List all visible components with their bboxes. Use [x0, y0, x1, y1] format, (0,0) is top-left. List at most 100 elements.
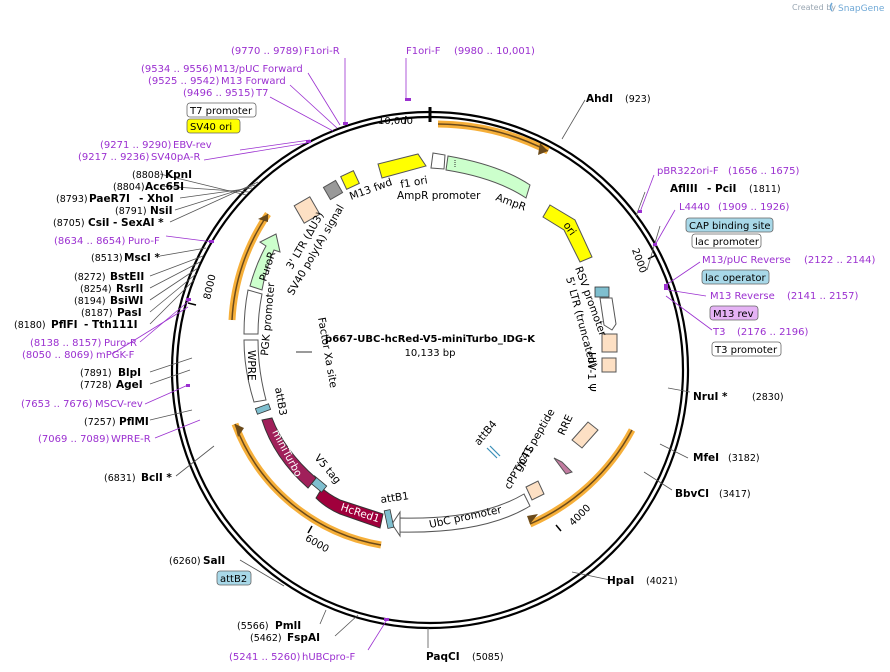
pbr322ori-f-name[interactable]: pBR322ori-F [657, 166, 719, 177]
t7-promoter-box[interactable] [186, 102, 257, 118]
rre-feature[interactable] [571, 421, 599, 449]
bcli-pos: (6831) [104, 473, 136, 484]
nrui-name[interactable]: NruI * [693, 391, 728, 403]
m13-forward-name[interactable]: M13 Forward [221, 76, 286, 87]
csii-name[interactable]: CsiI [88, 217, 109, 229]
acc65i-name[interactable]: Acc65I [145, 181, 184, 193]
t3-pos: (2176 .. 2196) [737, 327, 809, 338]
pflfi-sep[interactable]: - Tth111I [84, 319, 138, 331]
sv40pa-r-name[interactable]: SV40pA-R [151, 152, 200, 163]
msci-name[interactable]: MscI * [124, 252, 160, 264]
puror-feature[interactable] [249, 233, 281, 291]
sv40-polya-feature[interactable] [322, 179, 344, 201]
kpni-name[interactable]: KpnI [165, 169, 192, 181]
cap-binding-label: CAP binding site [689, 221, 771, 232]
pgk-promoter-label: PGK promoter [259, 281, 277, 356]
hpai-name[interactable]: HpaI [607, 575, 634, 587]
fspai-name[interactable]: FspAI [287, 632, 320, 644]
sv40-ori-label: SV40 ori [190, 122, 232, 133]
mfei-name[interactable]: MfeI [693, 452, 719, 464]
attb2-box[interactable] [216, 570, 252, 586]
pmli-name[interactable]: PmlI [275, 620, 301, 632]
ebv-rev-name[interactable]: EBV-rev [173, 140, 212, 151]
primer-lines [111, 58, 713, 651]
miniturbo-label: miniTurbo [269, 428, 304, 479]
miniturbo-feature[interactable] [261, 417, 317, 489]
f1ori-r-pos: (9770 .. 9789) [231, 46, 303, 57]
gp41-feature[interactable] [553, 457, 573, 475]
attb1-feature[interactable] [383, 509, 395, 529]
paer7i-name[interactable]: PaeR7I [89, 193, 130, 205]
m13puc-rev-pos: (2122 .. 2144) [804, 255, 876, 266]
rsv-promoter-feature[interactable] [599, 297, 617, 331]
rsrii-name[interactable]: RsrII [116, 283, 143, 295]
mscv-rev-name[interactable]: MSCV-rev [95, 399, 143, 410]
ltr5-feature[interactable] [601, 333, 618, 353]
pflfi-name[interactable]: PflFI [51, 319, 78, 331]
hiv-psi-label: HIV-1 Ψ [585, 352, 597, 392]
ahdi-name[interactable]: AhdI [586, 93, 613, 105]
pbr322ori-f-pos: (1656 .. 1675) [728, 166, 800, 177]
sv40-ori-feature[interactable] [340, 170, 360, 190]
csii-pos: (8705) [53, 218, 85, 229]
pasi-name[interactable]: PasI [117, 307, 142, 319]
f1ori-r-name[interactable]: F1ori-R [304, 46, 340, 57]
factor-xa-label: Factor Xa site [315, 316, 339, 388]
wpre-feature[interactable] [243, 339, 267, 403]
bbvci-pos: (3417) [719, 489, 751, 500]
hcred1-feature[interactable] [315, 487, 384, 529]
puro-r-pos: (8138 .. 8157) [30, 338, 102, 349]
cap-binding-box[interactable] [685, 217, 774, 233]
f1-ori-feature[interactable] [377, 153, 427, 179]
hubcpro-f-name[interactable]: hUBCpro-F [302, 652, 355, 663]
hiv-psi-feature[interactable] [601, 357, 617, 373]
hpai-pos: (4021) [646, 576, 678, 587]
puro-r-name[interactable]: Puro-R [104, 338, 137, 349]
l4440-name[interactable]: L4440 [679, 202, 710, 213]
blpi-name[interactable]: BlpI [118, 367, 141, 379]
bcli-name[interactable]: BclI * [141, 472, 172, 484]
tick-10000: 10,000 [378, 116, 413, 127]
pgk-promoter-feature[interactable] [243, 289, 263, 335]
mfei-pos: (3182) [728, 453, 760, 464]
mpgk-f-name[interactable]: mPGK-F [96, 350, 135, 361]
t3-name[interactable]: T3 [712, 327, 725, 338]
bsiwi-name[interactable]: BsiWI [110, 295, 143, 307]
sv40-ori-box[interactable] [186, 118, 241, 134]
bsteii-name[interactable]: BstEII [110, 271, 144, 283]
csii-sep[interactable]: - SexAI * [113, 217, 164, 229]
m13-rev-box[interactable] [709, 305, 759, 321]
paqci-pos: (5085) [472, 652, 504, 663]
pflmi-name[interactable]: PflMI [119, 416, 149, 428]
paer7i-sep[interactable]: - XhoI [139, 193, 174, 205]
puro-f-name[interactable]: Puro-F [128, 236, 160, 247]
ltr3-feature[interactable] [293, 196, 321, 224]
ampr-promoter-feature[interactable] [430, 152, 446, 170]
afliii-name[interactable]: AflIII [670, 183, 698, 195]
t7-name[interactable]: T7 [255, 88, 268, 99]
sali-name[interactable]: SalI [203, 555, 225, 567]
rsrii-pos: (8254) [80, 284, 112, 295]
agei-name[interactable]: AgeI [116, 379, 143, 391]
afliii-sep[interactable]: - PciI [707, 183, 736, 195]
f1ori-f-name[interactable]: F1ori-F [406, 46, 441, 57]
lac-block-feature[interactable] [594, 286, 610, 298]
tick-8000: 8000 [202, 273, 218, 300]
tick-2000: 2000 [629, 247, 648, 275]
ori-feature[interactable] [542, 204, 593, 263]
m13puc-rev-name[interactable]: M13/pUC Reverse [702, 255, 791, 266]
attb3-feature[interactable] [254, 403, 272, 415]
nsii-name[interactable]: NsiI [150, 205, 173, 217]
cppt-feature[interactable] [525, 480, 545, 501]
ampr-feature[interactable] [445, 155, 531, 199]
bbvci-name[interactable]: BbvCI [675, 488, 709, 500]
attb4-label: attB4 [472, 418, 500, 448]
tick-6000: 6000 [303, 533, 331, 555]
t3-promoter-box[interactable] [711, 341, 782, 357]
paqci-name[interactable]: PaqCI [426, 651, 460, 663]
lac-operator-box[interactable] [701, 269, 770, 285]
m13-reverse-name[interactable]: M13 Reverse [710, 291, 775, 302]
m13puc-fwd-name[interactable]: M13/pUC Forward [214, 64, 303, 75]
wpre-r-name[interactable]: WPRE-R [111, 434, 151, 445]
lac-promoter-box[interactable] [691, 233, 762, 249]
